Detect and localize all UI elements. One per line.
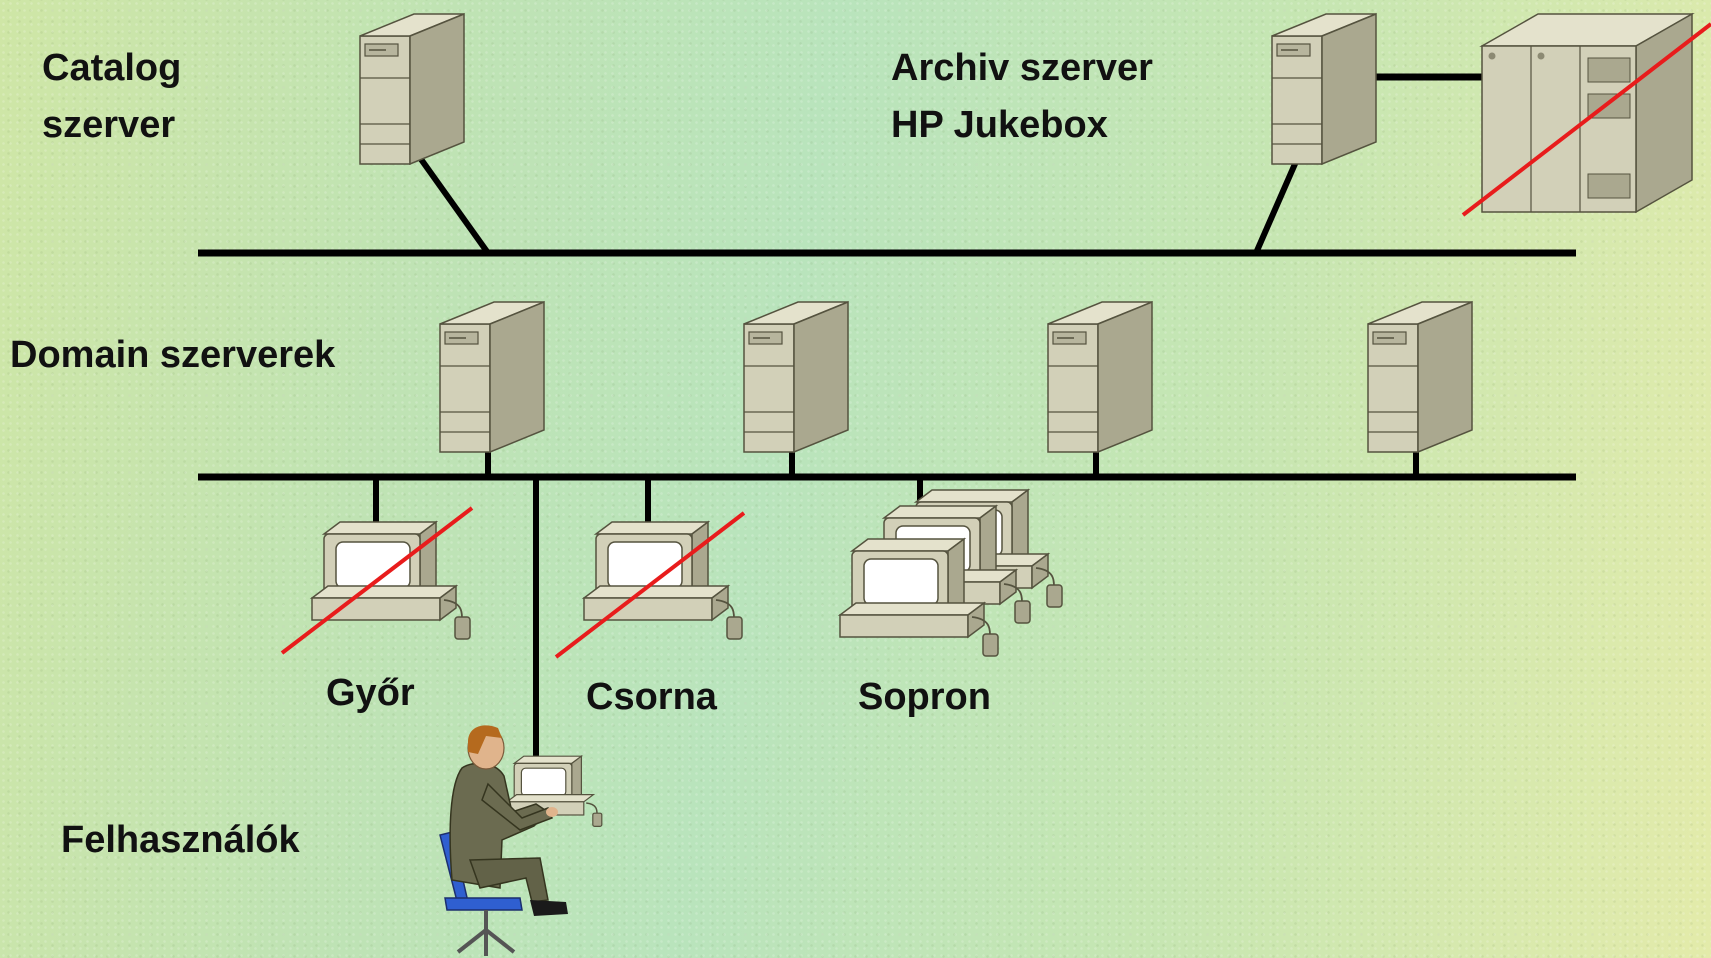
- archiv-server-label: Archiv szerver HP Jukebox: [891, 40, 1153, 154]
- domain-server-2-icon: [743, 301, 849, 453]
- csorna-unavailable-cross: [554, 511, 746, 659]
- jukebox-unavailable-cross: [1461, 22, 1711, 217]
- domain-server-1-icon: [439, 301, 545, 453]
- csorna-computer-icon: [583, 521, 743, 640]
- catalog-label-line2: szerver: [42, 104, 176, 146]
- archiv-label-line1: Archiv szerver: [891, 47, 1153, 89]
- gyor-label: Győr: [326, 672, 415, 714]
- catalog-server-label: Catalog szerver: [42, 40, 181, 154]
- catalog-label-line1: Catalog: [42, 47, 182, 89]
- csorna-label: Csorna: [586, 676, 717, 718]
- gyor-computer-icon: [311, 521, 471, 640]
- seated-user-icon: [439, 725, 603, 956]
- gyor-unavailable-cross: [280, 506, 474, 655]
- domain-server-3-icon: [1047, 301, 1153, 453]
- jukebox-icon: [1479, 12, 1695, 214]
- archiv-server-icon: [1271, 13, 1377, 165]
- archiv-label-line2: HP Jukebox: [891, 104, 1108, 146]
- users-label: Felhasználók: [61, 819, 300, 861]
- catalog-server-icon: [359, 13, 465, 165]
- domain-servers-label: Domain szerverek: [10, 334, 336, 376]
- sopron-label: Sopron: [858, 676, 991, 718]
- domain-server-4-icon: [1367, 301, 1473, 453]
- sopron-computers-icon: [839, 489, 1063, 657]
